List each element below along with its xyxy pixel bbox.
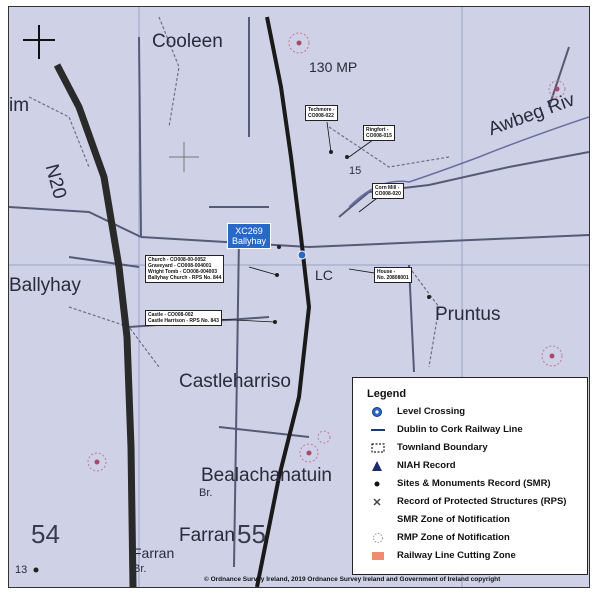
railway-line [255,16,312,587]
site-label-church[interactable]: Church - CO008-00-0052 Graveyard - CO008… [145,255,225,283]
copyright-notice: © Ordnance Survey Ireland, 2019 Ordnance… [204,576,501,583]
place-br-2: Br. [133,563,147,575]
site-label-line: CO008-015 [366,133,392,139]
map-frame[interactable]: Cooleen 130 MP Awbeg Riv im N20 Ballyhay… [8,6,590,588]
townland-boundary-icon [371,442,385,454]
lc-label: LC [315,267,333,283]
place-bealachanatuin: Bealachanatuin [201,465,332,486]
site-label-castle[interactable]: Castle - CO008-002 Castle Harrison - RPS… [145,310,222,326]
site-label-line: Castle - CO008-002 [148,312,194,318]
townland-boundaries [28,16,450,368]
place-farran-1: Farran [179,525,235,546]
legend-item-label: NIAH Record [397,460,456,471]
site-label-line: House - [377,269,396,275]
rps-structure-icon [371,496,385,508]
site-label-line: Ballyhay Church - RPS No. 844 [148,275,222,281]
place-farran-2: Farran [133,545,175,561]
site-label-line: Graveyard - CO008-004001 [148,263,212,269]
site-label-ringfort[interactable]: Ringfort - CO008-015 [363,125,395,141]
legend-title: Legend [367,388,407,400]
crossing-badge-name: Ballyhay [232,236,267,246]
rmp-zones [87,32,566,472]
site-label-line: Church - CO008-00-0052 [148,257,206,263]
rmp-centers [94,40,560,465]
grid-cross [169,142,199,172]
map-canvas [9,7,589,587]
site-label-line: Wright Tomb - CO008-004003 [148,269,217,275]
site-label-line: Techmore - [308,107,335,113]
place-im: im [9,95,30,116]
legend-item-label: Dublin to Cork Railway Line [397,424,523,435]
site-label-house[interactable]: House - No. 20808001 [374,267,412,283]
legend-item-label: Record of Protected Structures (RPS) [397,496,567,507]
place-cooleen: Cooleen [152,31,223,52]
crossing-badge-id: XC269 [235,226,263,236]
place-130mp: 130 MP [309,59,358,75]
spot-15: 15 [349,165,362,177]
railway-line-icon [371,424,385,436]
cutting-zone-icon [371,550,385,562]
legend-item-label: Townland Boundary [397,442,488,453]
niah-record-icon [371,460,385,472]
site-label-techmore[interactable]: Techmore - CO008-022 [305,105,338,121]
place-ballyhay: Ballyhay [9,275,81,296]
spot-13: 13 [15,564,28,576]
level-crossing-icon [371,406,385,418]
site-label-corn-mill[interactable]: Corn Mill - CO008-020 [372,183,404,199]
legend-item-label: Railway Line Cutting Zone [397,550,516,561]
legend-item-label: Level Crossing [397,406,466,417]
north-arrow-icon [23,25,55,59]
grid-54: 54 [31,519,60,549]
place-castleharrison: Castleharriso [179,371,291,392]
crossing-badge[interactable]: XC269 Ballyhay [227,223,272,249]
legend-item-label: Sites & Monuments Record (SMR) [397,478,551,489]
rmp-zone-icon [371,532,385,544]
place-pruntus: Pruntus [435,304,501,325]
legend-item-label: SMR Zone of Notification [397,514,510,525]
place-br-1: Br. [199,487,213,499]
level-crossing-marker [297,250,307,260]
site-label-line: Ringfort - [366,127,389,133]
map-legend: Legend Level Crossing Dublin to Cork Rai… [352,377,588,575]
site-dot-13 [33,567,39,573]
site-label-line: Castle Harrison - RPS No. 843 [148,318,219,324]
site-label-line: CO008-022 [308,113,334,119]
site-label-line: No. 20808001 [377,275,409,281]
site-label-line: Corn Mill - [375,185,400,191]
grid-55: 55 [237,519,266,549]
site-label-line: CO008-020 [375,191,401,197]
n20-road [53,63,137,587]
smr-site-icon [371,478,385,490]
smr-zone-icon [371,514,385,526]
minor-roads [9,17,589,568]
legend-item-label: RMP Zone of Notification [397,532,510,543]
